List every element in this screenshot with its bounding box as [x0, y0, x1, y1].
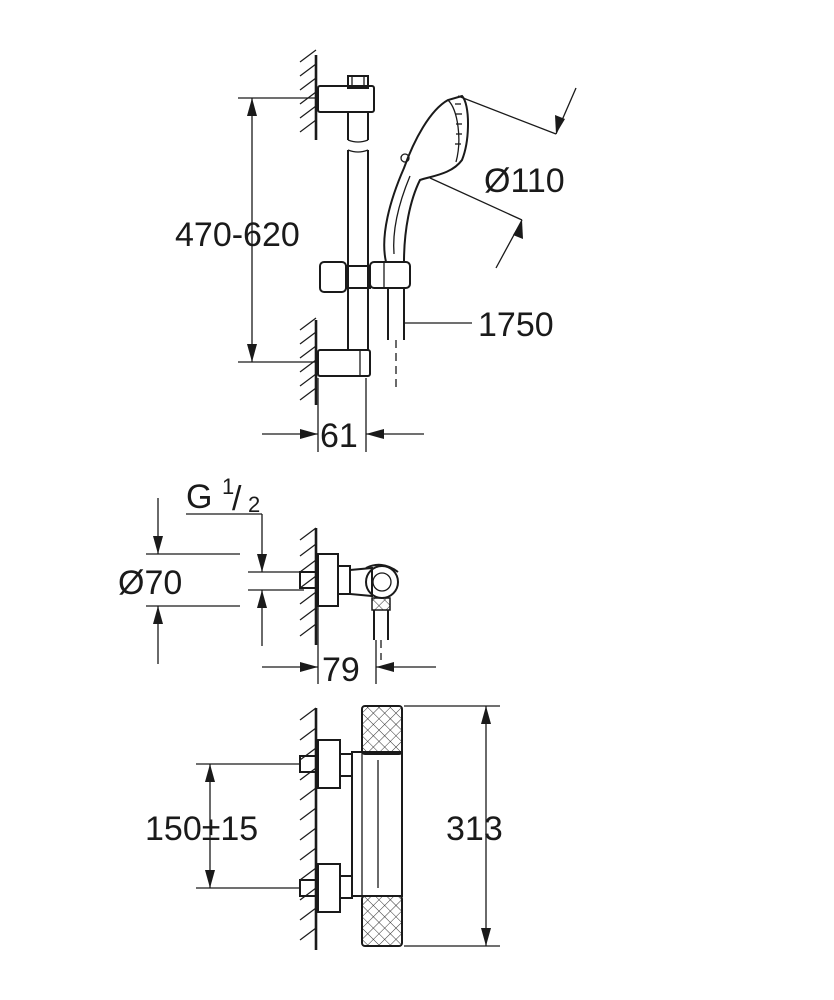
diameter-110-dimension [429, 87, 577, 269]
wall-bottom [299, 707, 318, 950]
wall-middle [299, 527, 318, 645]
upper-connector [299, 739, 353, 789]
projection-label: 79 [322, 651, 360, 689]
body-length-dimension [404, 705, 500, 947]
wall-upper [299, 49, 318, 140]
thermostat-body-side [349, 563, 399, 660]
bottom-bracket [317, 349, 371, 377]
projection-dimension [262, 606, 436, 684]
slider [319, 261, 411, 293]
hand-shower [383, 94, 469, 263]
side-view: G 1 / 2 Ø70 79 [118, 474, 436, 689]
handshower-diameter-label: Ø110 [484, 162, 565, 200]
wall-offset-dimension [262, 378, 424, 452]
centre-distance-dimension [196, 763, 300, 889]
thread-slash: / [232, 480, 242, 518]
height-range-label: 470-620 [175, 216, 300, 254]
thread-dimension [186, 513, 304, 646]
body-length-label: 313 [446, 810, 503, 848]
escutcheon-diameter-label: Ø70 [118, 564, 182, 602]
centre-distance-label: 150±15 [145, 810, 258, 848]
top-bracket [317, 75, 375, 113]
wall-offset-label: 61 [320, 417, 358, 455]
rail-view: 470-620 Ø110 1750 61 [175, 49, 577, 455]
lower-connector [299, 863, 353, 913]
thread-numerator: 1 [222, 474, 234, 499]
escutcheon [299, 553, 351, 607]
height-dimension [238, 97, 318, 363]
thread-denominator: 2 [248, 492, 260, 517]
hose [387, 288, 405, 390]
shower-rail [347, 112, 369, 350]
thread-prefix: G [186, 478, 212, 516]
top-handle [361, 705, 403, 755]
hose-length-label: 1750 [478, 306, 554, 344]
front-view: 150±15 313 [145, 705, 503, 950]
diameter-70-dimension [146, 498, 240, 664]
thermostat-body [351, 705, 403, 947]
bottom-handle [361, 895, 403, 947]
